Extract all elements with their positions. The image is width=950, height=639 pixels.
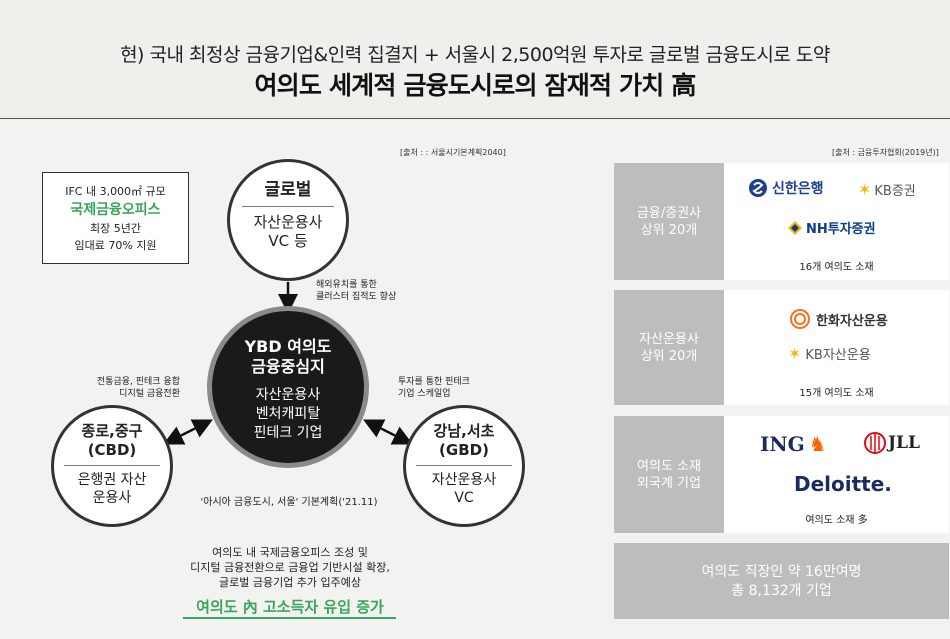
- jll-text: JLL: [888, 433, 920, 453]
- diagram-arrows: [163, 282, 413, 445]
- nh-text: NH투자증권: [806, 222, 876, 237]
- summary-line1: 여의도 내 국제금융오피스 조성 및: [212, 546, 368, 559]
- deloitte-logo: Deloitte.: [794, 472, 892, 496]
- ing-text: ING: [760, 432, 805, 456]
- cbd-node: 종로,중구 (CBD) 은행권 자산 운용사: [51, 405, 173, 527]
- hanwha-text: 한화자산운용: [816, 313, 888, 329]
- ifc-box: IFC 내 3,000㎡ 규모 국제금융오피스 최장 5년간 임대료 70% 지…: [42, 172, 189, 264]
- conclusion: 여의도 內 고소득자 유입 증가: [196, 598, 384, 616]
- gbd-body2: VC: [454, 490, 474, 506]
- gbd-body1: 자산운용사: [431, 472, 497, 488]
- center-body3: 핀테크 기업: [253, 425, 323, 441]
- ifc-line2: 국제금융오피스: [70, 202, 161, 218]
- jll-icon: [864, 432, 886, 454]
- footer-stats: 여의도 직장인 약 16만여명 총 8,132개 기업: [614, 543, 949, 619]
- center-node: YBD 여의도 금융중심지 자산운용사 벤처캐피탈 핀테크 기업: [207, 306, 369, 468]
- row-asset-label2: 상위 20개: [640, 348, 698, 364]
- row-asset-label1: 자산운용사: [639, 331, 699, 347]
- note-gbd-line1: 투자를 통한 핀테크: [398, 377, 470, 387]
- summary-line2: 디지털 금융전환으로 금융업 기반시설 확장,: [190, 561, 390, 574]
- note-gbd-line2: 기업 스케일업: [398, 389, 451, 399]
- global-body2: VC 등: [268, 232, 308, 250]
- kb-securities-logo: ✶ KB증권: [858, 180, 916, 199]
- arrow-gbd-center: [363, 419, 413, 445]
- gbd-node: 강남,서초 (GBD) 자산운용사 VC: [403, 405, 525, 527]
- row-asset-count: 15개 여의도 소재: [799, 388, 874, 399]
- cbd-body1: 은행권 자산: [77, 472, 147, 488]
- note-global-line1: 해외유치를 통한: [316, 280, 377, 290]
- note-cbd-line2: 디지털 금융전환: [119, 389, 180, 399]
- center-title2: 금융중심지: [251, 357, 325, 376]
- kb-asset-logo: ✶ KB자산운용: [788, 344, 871, 363]
- page-subtitle: 현) 국내 최정상 금융기업&인력 집결지 + 서울시 2,500억원 투자로 …: [120, 44, 830, 66]
- global-title: 글로벌: [264, 180, 312, 200]
- left-source: [출처 : : 서울시기본계획2040]: [400, 148, 506, 157]
- row-finance-label2: 상위 20개: [640, 222, 698, 238]
- row-foreign-count: 여의도 소재 多: [805, 515, 868, 526]
- hanwha-icon: [790, 309, 810, 329]
- row-foreign-label2: 외국계 기업: [637, 475, 701, 491]
- jll-logo: JLL: [864, 432, 920, 454]
- gbd-sep: [416, 465, 512, 466]
- center-title1: YBD 여의도: [244, 337, 332, 356]
- note-global-line2: 클러스터 집적도 향상: [316, 292, 397, 302]
- ing-logo: ING ♞: [760, 432, 827, 456]
- center-body1: 자산운용사: [255, 387, 321, 403]
- page-title: 여의도 세계적 금융도시로의 잠재적 가치 高: [254, 71, 696, 100]
- summary: 여의도 내 국제금융오피스 조성 및 디지털 금융전환으로 금융업 기반시설 확…: [140, 545, 440, 590]
- note-global: 해외유치를 통한 클러스터 집적도 향상: [316, 279, 396, 303]
- footer-line1: 여의도 직장인 약 16만여명: [701, 564, 862, 580]
- hanwha-logo: 한화자산운용: [788, 307, 888, 331]
- ing-lion-icon: ♞: [808, 432, 827, 456]
- conclusion-underline: [183, 617, 396, 619]
- arrow-cbd-center: [163, 419, 213, 445]
- summary-line3: 글로벌 금융기업 추가 입주예상: [218, 576, 362, 589]
- global-node: 글로벌 자산운용사 VC 등: [227, 159, 349, 281]
- ifc-line1: IFC 내 3,000㎡ 규모: [65, 185, 166, 198]
- right-source: [출처 : 금융투자협회(2019년)]: [832, 148, 939, 157]
- header-divider: [0, 118, 950, 119]
- note-cbd-line1: 전통금융, 핀테크 융합: [96, 377, 180, 387]
- ifc-line3: 최장 5년간: [90, 222, 141, 235]
- shinhan-icon: [749, 179, 767, 197]
- cbd-body2: 운용사: [92, 490, 132, 506]
- header: [0, 0, 950, 118]
- row-finance-count: 16개 여의도 소재: [799, 262, 874, 273]
- kb-star-icon-2: ✶: [788, 344, 802, 363]
- nh-logo: NH투자증권: [787, 218, 876, 237]
- note-cbd: 전통금융, 핀테크 융합 디지털 금융전환: [85, 376, 180, 400]
- gbd-title2: (GBD): [439, 441, 489, 459]
- kb-star-icon: ✶: [858, 180, 872, 199]
- global-body1: 자산운용사: [253, 213, 323, 231]
- gbd-title1: 강남,서초: [433, 422, 495, 440]
- center-body2: 벤처캐피탈: [255, 406, 321, 422]
- shinhan-text: 신한은행: [772, 181, 824, 197]
- kb-asset-text: KB자산운용: [805, 348, 871, 363]
- ifc-line4: 임대료 70% 지원: [74, 239, 157, 252]
- cbd-title2: (CBD): [87, 441, 137, 459]
- footer-line2: 총 8,132개 기업: [731, 583, 832, 599]
- nh-icon: [788, 220, 802, 235]
- row-finance-label1: 금융/증권사: [636, 205, 702, 221]
- shinhan-logo: 신한은행: [748, 178, 824, 198]
- row-foreign-label1: 여의도 소재: [637, 458, 701, 474]
- plan-note: '아시아 금융도시, 서울' 기본계획('21.11): [200, 497, 378, 508]
- kb-securities-text: KB증권: [874, 184, 916, 199]
- global-sep: [242, 206, 334, 207]
- note-gbd: 투자를 통한 핀테크 기업 스케일업: [398, 376, 470, 400]
- cbd-title1: 종로,중구: [81, 422, 143, 440]
- cbd-sep: [64, 465, 160, 466]
